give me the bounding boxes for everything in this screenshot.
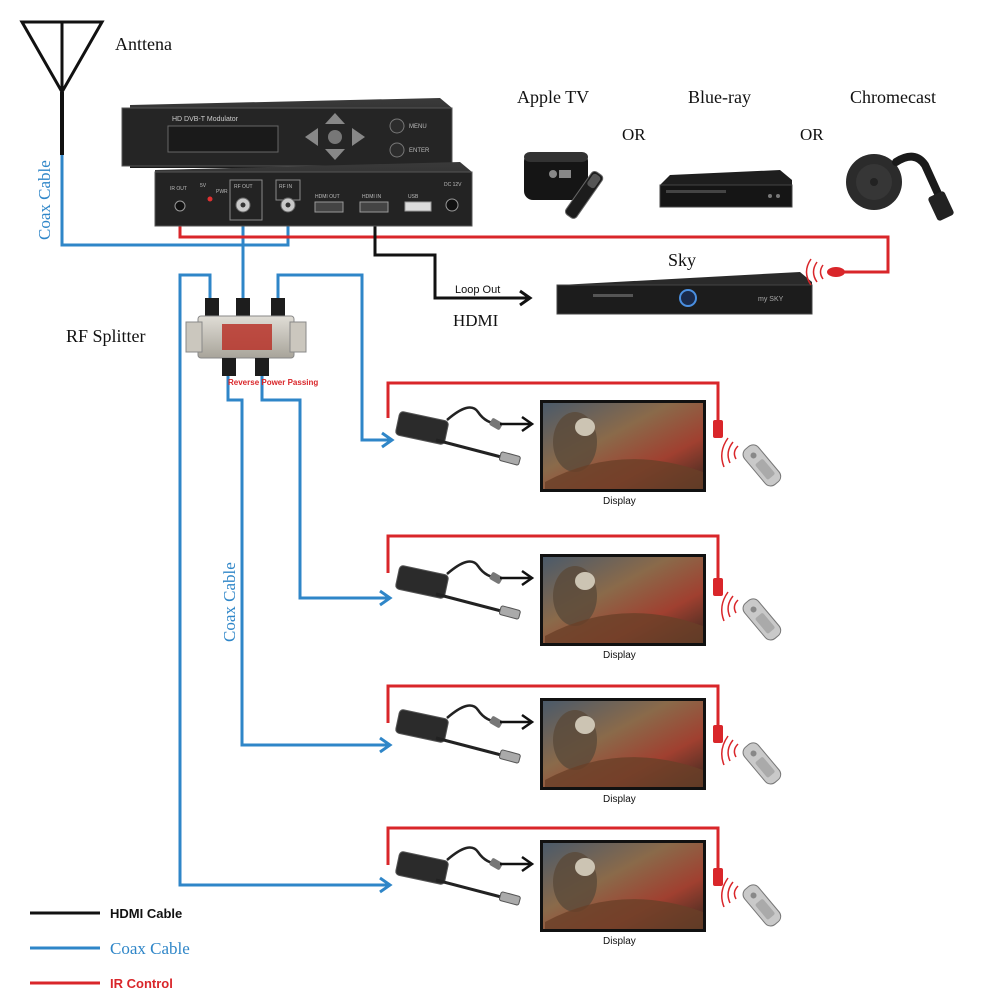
antenna-icon [19,20,105,155]
remote-control-icon [742,884,782,927]
hdmi-label: HDMI [453,311,499,330]
receiver-icon [395,560,521,620]
power-led-icon [207,196,213,202]
display-caption: Display [603,794,636,805]
display-row: Display [395,400,782,507]
remote-control-icon [742,742,782,785]
legend: HDMI Cable Coax Cable IR Control [30,906,190,991]
sky-box-icon: my SKY [556,272,813,315]
port-pwr: PWR [216,189,228,195]
port-ir-out: IR OUT [170,186,187,192]
coax-label-mid: Coax Cable [220,562,239,642]
ir-signal-icon [721,591,739,622]
chromecast-icon [846,152,954,221]
signal-arrowhead-icon [521,713,535,731]
blu-ray-label: Blue-ray [688,87,751,107]
remote-control-icon [742,598,782,641]
legend-coax-label: Coax Cable [110,939,190,958]
signal-arrowhead-icon [521,855,535,873]
port-hdmi-in: HDMI IN [362,194,382,200]
signal-arrowhead-icon [521,415,535,433]
modulator-top-unit: HD DVB-T Modulator MENU ENTER [121,98,453,168]
port-dc: DC 12V [444,182,462,188]
remote-control-icon [742,444,782,487]
port-5v: 5V [200,183,207,189]
port-hdmi-out: HDMI OUT [315,194,340,200]
display-screen [540,554,706,646]
display-screen [540,400,706,492]
ir-signal-icon [721,877,739,908]
receiver-icon [395,846,521,906]
coax-label-top: Coax Cable [35,160,54,240]
enter-button [389,142,405,158]
display-screen [540,698,706,790]
display-row: Display [395,554,782,661]
rf-splitter-icon [185,298,307,376]
hdmi-cables [373,205,530,300]
ir-signal-icon [721,437,739,468]
direction-pad [305,113,365,160]
display-row: Display [395,698,782,805]
port-usb: USB [408,194,419,200]
ir-emitter-tips [713,267,845,886]
legend-ir-label: IR Control [110,976,173,991]
display-screen [540,840,706,932]
display-row: Display [395,840,782,947]
modulator-rear-panel: IR OUT 5V PWR RF OUT RF IN HDMI OUT HDMI… [154,162,473,227]
loop-out-label: Loop Out [455,284,500,296]
chromecast-label: Chromecast [850,87,936,107]
sky-label: Sky [668,250,696,270]
modulator-title: HD DVB-T Modulator [172,116,239,123]
ir-signal-icon [721,735,739,766]
legend-hdmi-label: HDMI Cable [110,906,182,921]
coax-arrowheads [379,431,395,894]
port-rf-out: RF OUT [234,184,253,190]
menu-button [389,118,405,134]
blu-ray-player-icon [659,170,793,208]
sky-ir-signal-icon [805,258,824,286]
enter-label: ENTER [409,148,430,154]
rf-splitter-label: RF Splitter [66,326,146,346]
receiver-icon [395,704,521,764]
sky-power-ring-icon [679,289,697,307]
receiver-icon [395,406,521,466]
coax-cables [60,155,392,887]
hdmi-arrowhead [519,289,533,307]
display-caption: Display [603,496,636,507]
reverse-power-label: Reverse Power Passing [228,378,318,387]
sky-brand: my SKY [758,296,784,303]
signal-arrowhead-icon [521,569,535,587]
menu-label: MENU [409,124,427,130]
antenna-label: Anttena [115,34,172,54]
port-rf-in: RF IN [279,184,292,190]
or-label-2: OR [800,125,824,144]
display-caption: Display [603,650,636,661]
or-label-1: OR [622,125,646,144]
display-caption: Display [603,936,636,947]
apple-tv-icon [524,152,604,219]
apple-tv-label: Apple TV [517,87,589,107]
